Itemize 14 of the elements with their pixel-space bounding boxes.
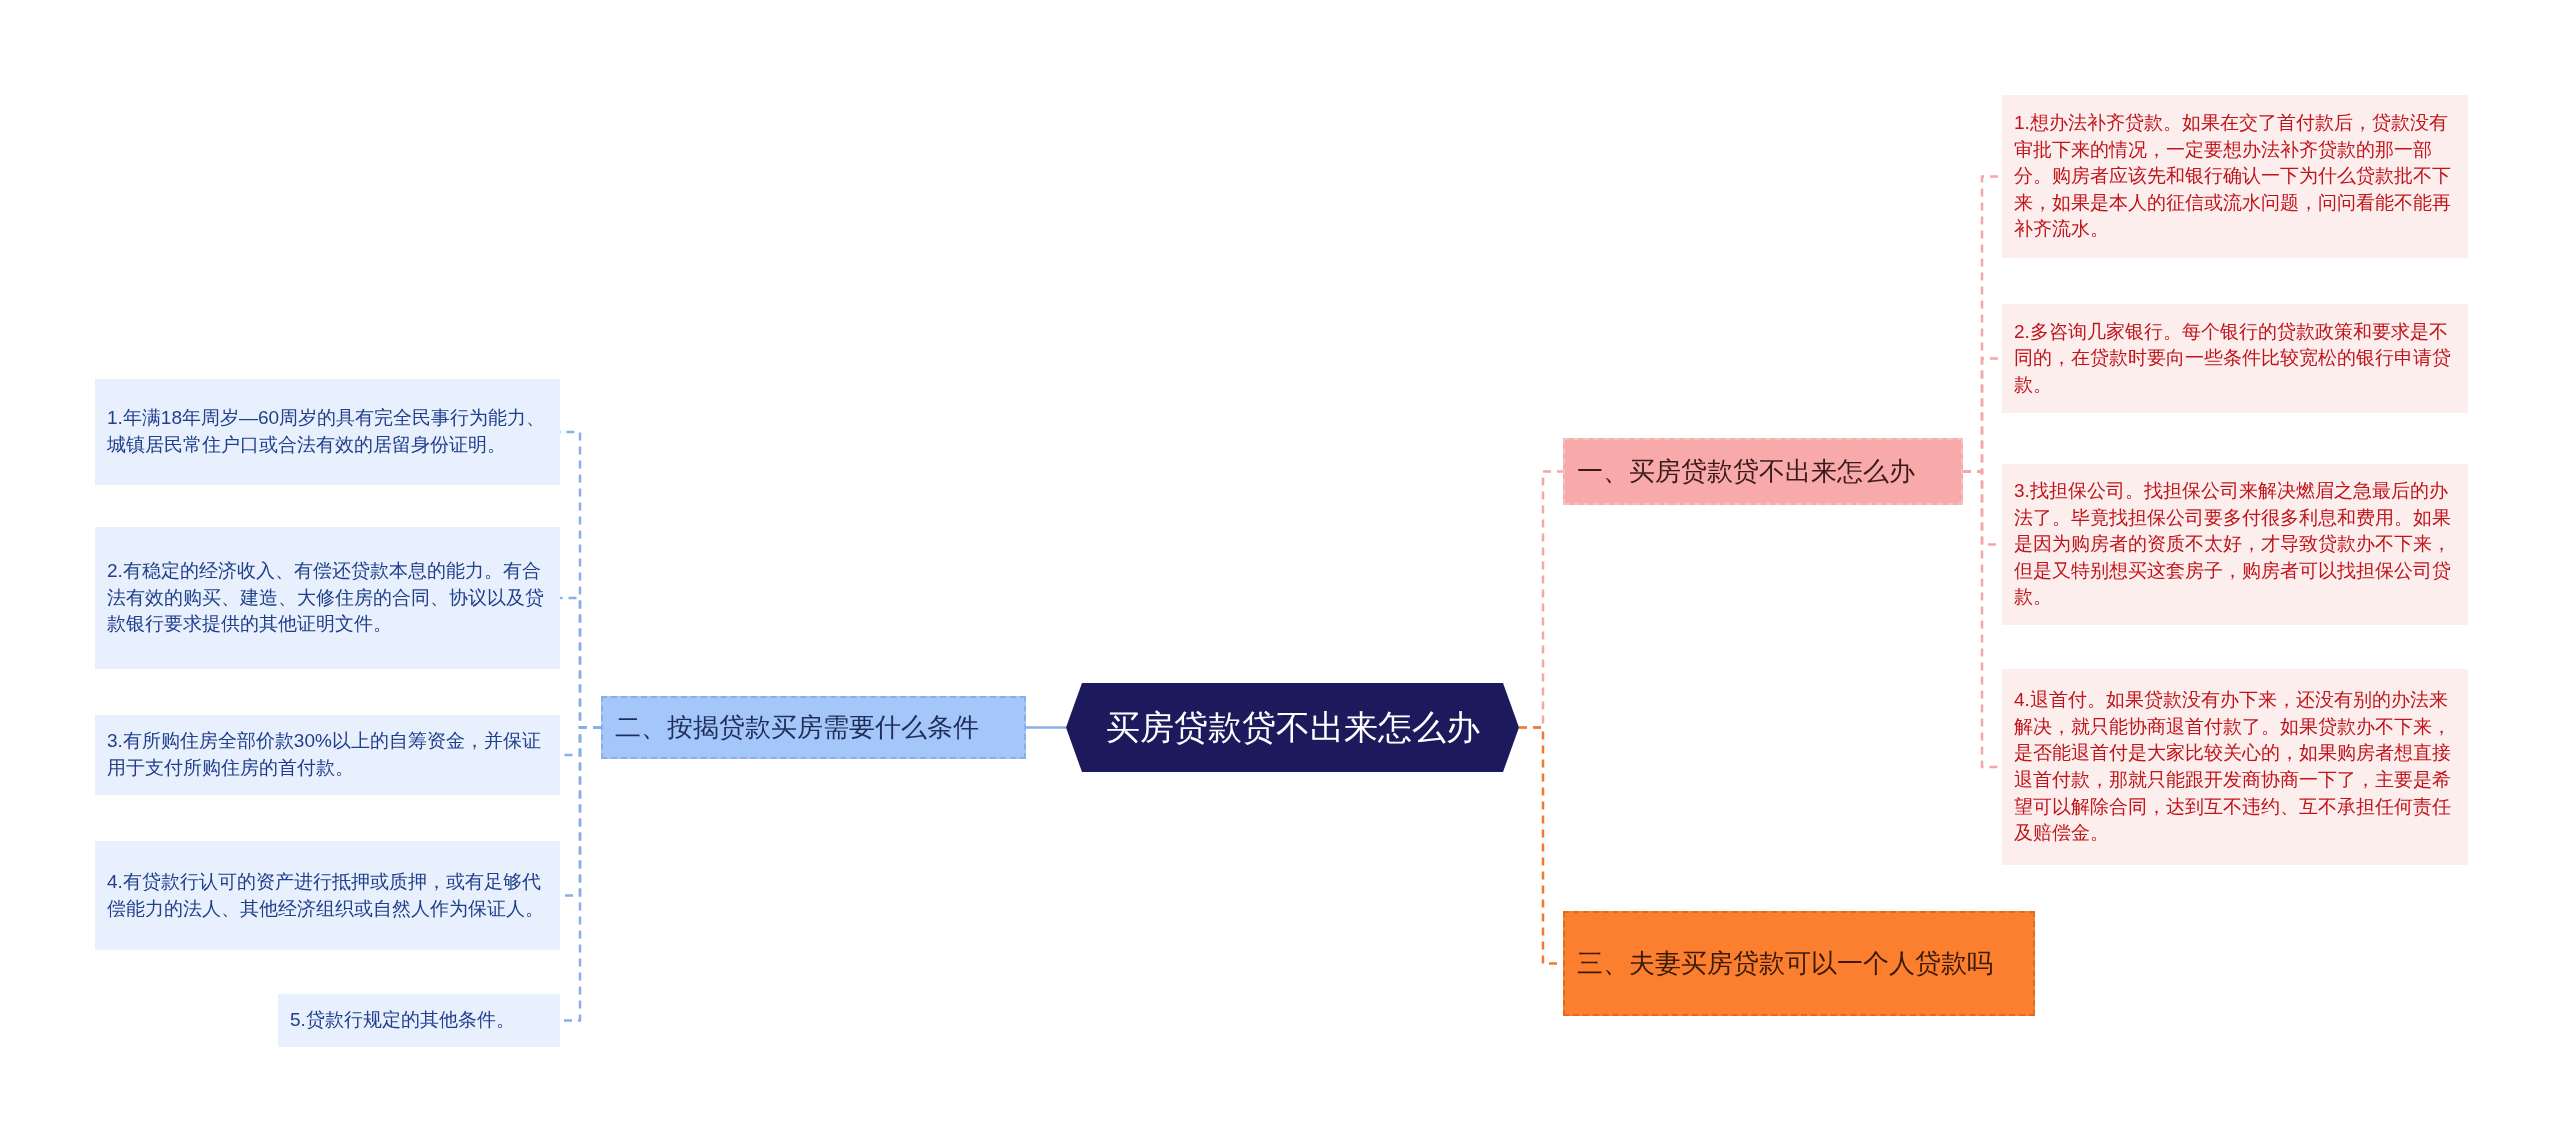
leaf-note: 2.多咨询几家银行。每个银行的贷款政策和要求是不同的，在贷款时要向一些条件比较宽松的银行申请贷款。 [2002,304,2468,413]
leaf-note: 3.有所购住房全部价款30%以上的自筹资金，并保证用于支付所购住房的首付款。 [95,715,560,795]
leaf-note: 2.有稳定的经济收入、有偿还贷款本息的能力。有合法有效的购买、建造、大修住房的合同、协议以及贷款银行要求提供的其他证明文件。 [95,527,560,669]
leaf-note: 1.想办法补齐贷款。如果在交了首付款后，贷款没有审批下来的情况，一定要想办法补齐贷款的那一部分。购房者应该先和银行确认一下为什么贷款批不下来，如果是本人的征信或流水问题，问问看能不能再补齐流水。 [2002,95,2468,258]
central-topic-title: 买房贷款贷不出来怎么办 [1105,707,1480,749]
leaf-note: 5.贷款行规定的其他条件。 [278,994,560,1047]
leaf-note: 1.年满18年周岁—60周岁的具有完全民事行为能力、城镇居民常住户口或合法有效的居留身份证明。 [95,379,560,485]
leaf-note: 4.退首付。如果贷款没有办下来，还没有别的办法来解决，就只能协商退首付款了。如果贷款办不下来，是否能退首付是大家比较关心的，如果购房者想直接退首付款，那就只能跟开发商协商一下了，主要是希望可以解除合同，达到互不违约、互不承担任何责任及赔偿金。 [2002,669,2468,865]
connector-line [1026,726,1066,729]
leaf-note: 3.找担保公司。找担保公司来解决燃眉之急最后的办法了。毕竟找担保公司要多付很多利息和费用。如果是因为购房者的资质不太好，才导致贷款办不下来，但是又特别想买这套房子，购房者可以找担保公司贷款。 [2002,464,2468,625]
leaf-note: 4.有贷款行认可的资产进行抵押或质押，或有足够代偿能力的法人、其他经济组织或自然人作为保证人。 [95,841,560,950]
branch-topic: 三、夫妻买房贷款可以一个人贷款吗 [1563,911,2035,1016]
branch-topic: 一、买房贷款贷不出来怎么办 [1563,438,1963,505]
branch-topic: 二、按揭贷款买房需要什么条件 [601,696,1026,759]
